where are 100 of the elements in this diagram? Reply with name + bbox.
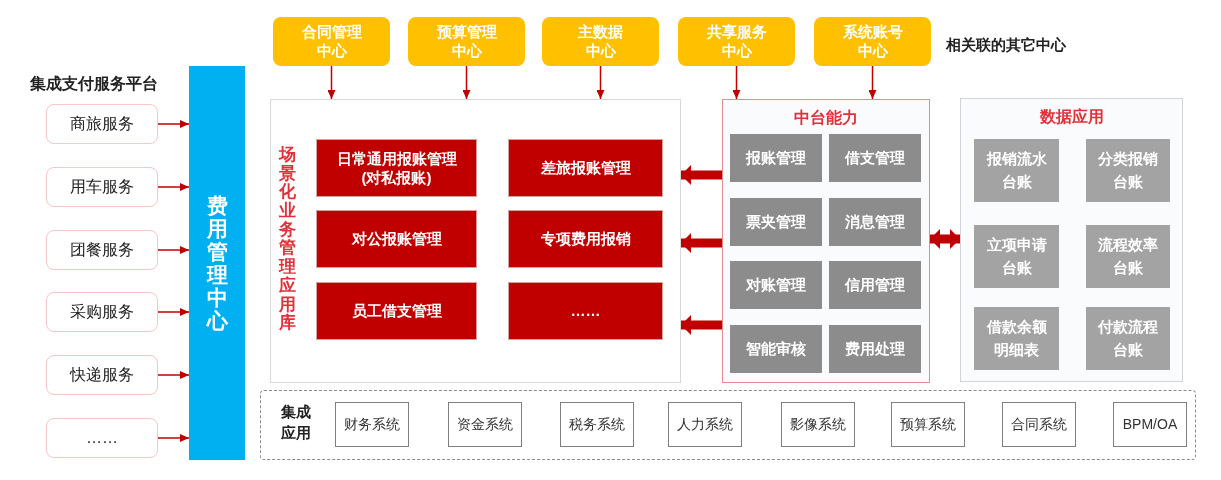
system-label: 财务系统 xyxy=(344,415,400,434)
capability-label: 信用管理 xyxy=(845,274,905,295)
ledger-box xyxy=(974,225,1059,288)
service-box xyxy=(46,292,158,332)
service-box xyxy=(46,167,158,207)
capability-label: 费用处理 xyxy=(845,338,905,359)
ledger-label: 流程效率台账 xyxy=(1097,235,1159,278)
capability-label: 消息管理 xyxy=(845,211,905,232)
arrow xyxy=(681,315,722,335)
ledger-label: 借款余额明细表 xyxy=(985,317,1048,360)
module-box xyxy=(508,210,663,268)
arrow xyxy=(462,65,471,100)
center-box xyxy=(814,17,931,66)
capability-panel xyxy=(722,99,930,383)
module-label: 对公报账管理 xyxy=(350,229,443,249)
capability-box xyxy=(829,134,921,182)
system-box xyxy=(560,402,634,447)
module-label: 差旅报账管理 xyxy=(539,158,632,178)
capability-label: 对账管理 xyxy=(746,274,806,295)
center-box xyxy=(678,17,795,66)
module-box xyxy=(316,139,477,197)
arrow xyxy=(681,233,722,253)
panel-title: 数据应用 xyxy=(1038,107,1105,127)
scenario-panel xyxy=(270,99,681,383)
service-box xyxy=(46,418,158,458)
ledger-box xyxy=(1086,139,1170,202)
capability-label: 借支管理 xyxy=(845,147,905,168)
capability-label: 智能审核 xyxy=(746,338,806,359)
data-panel xyxy=(960,98,1183,382)
service-label: …… xyxy=(86,428,118,448)
system-label: BPM/OA xyxy=(1122,415,1178,434)
ledger-label: 付款流程台账 xyxy=(1096,317,1159,360)
capability-box xyxy=(829,198,921,246)
ledger-label: 立项申请台账 xyxy=(985,235,1048,278)
system-box xyxy=(668,402,742,447)
module-box xyxy=(508,282,663,340)
service-box xyxy=(46,355,158,395)
module-box xyxy=(316,210,477,268)
system-label: 影像系统 xyxy=(790,415,846,434)
system-box xyxy=(891,402,965,447)
ledger-box xyxy=(1086,225,1170,288)
service-box xyxy=(46,104,158,144)
arrow xyxy=(157,246,190,254)
module-box xyxy=(316,282,477,340)
system-box xyxy=(335,402,409,447)
ledger-label: 分类报销台账 xyxy=(1097,149,1159,192)
module-label: …… xyxy=(569,301,602,321)
system-label: 预算系统 xyxy=(900,415,956,434)
module-label: 员工借支管理 xyxy=(350,301,443,321)
ledger-label: 报销流水台账 xyxy=(985,149,1048,192)
service-label: 采购服务 xyxy=(70,302,134,322)
arrow xyxy=(681,165,722,185)
system-label: 合同系统 xyxy=(1011,415,1067,434)
arrow xyxy=(930,229,960,249)
arrow xyxy=(327,65,336,100)
module-box xyxy=(508,139,663,197)
service-label: 快递服务 xyxy=(70,365,134,385)
center-box xyxy=(408,17,525,66)
system-label: 资金系统 xyxy=(457,415,513,434)
arrow xyxy=(732,65,741,100)
integration-panel xyxy=(260,390,1196,460)
capability-box xyxy=(829,325,921,373)
capability-box xyxy=(730,198,822,246)
arrow xyxy=(157,371,190,379)
heading-text: 相关联的其它中心 xyxy=(946,35,1066,55)
arrow xyxy=(157,120,190,128)
center-label: 合同管理中心 xyxy=(300,22,363,61)
service-label: 用车服务 xyxy=(70,177,134,197)
system-box xyxy=(448,402,522,447)
capability-box xyxy=(730,134,822,182)
system-label: 税务系统 xyxy=(569,415,625,434)
center-label: 预算管理中心 xyxy=(435,22,498,61)
center-label: 共享服务中心 xyxy=(705,22,768,61)
arrow xyxy=(157,434,190,442)
heading-text: 集成支付服务平台 xyxy=(30,74,158,94)
center-bar xyxy=(189,66,245,460)
panel-title: 集成应用 xyxy=(281,402,312,443)
system-label: 人力系统 xyxy=(677,415,733,434)
capability-box xyxy=(730,325,822,373)
arrow xyxy=(868,65,877,100)
center-box xyxy=(542,17,659,66)
capability-label: 票夹管理 xyxy=(746,211,806,232)
arrow xyxy=(157,183,190,191)
ledger-box xyxy=(974,307,1059,370)
ledger-box xyxy=(974,139,1059,202)
arrow xyxy=(596,65,605,100)
capability-box xyxy=(829,261,921,309)
panel-title: 中台能力 xyxy=(793,108,859,128)
arrow xyxy=(157,308,190,316)
center-label: 系统账号中心 xyxy=(841,22,904,61)
service-box xyxy=(46,230,158,270)
service-label: 团餐服务 xyxy=(70,240,134,260)
capability-box xyxy=(730,261,822,309)
module-label: 专项费用报销 xyxy=(539,229,632,249)
center-box xyxy=(273,17,390,66)
system-box xyxy=(1113,402,1187,447)
capability-label: 报账管理 xyxy=(746,147,806,168)
module-label: 日常通用报账管理(对私报账) xyxy=(335,148,458,188)
ledger-box xyxy=(1086,307,1170,370)
service-label: 商旅服务 xyxy=(70,114,134,134)
